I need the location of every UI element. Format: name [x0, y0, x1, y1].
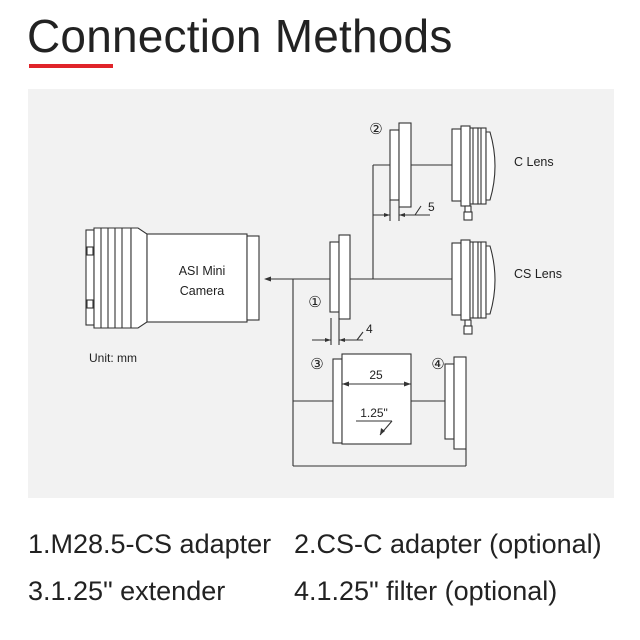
- camera-body: [85, 227, 260, 329]
- dimension-5: [373, 200, 430, 221]
- dimension-5-label: 5: [428, 200, 435, 214]
- thread-label: 1.25": [360, 406, 388, 420]
- dimension-25-label: 25: [369, 368, 383, 382]
- cs-lens-label: CS Lens: [514, 267, 562, 281]
- cs-lens: [451, 239, 496, 335]
- dimension-4-label: 4: [366, 322, 373, 336]
- camera-label-line2: Camera: [180, 284, 225, 298]
- title-underline: [29, 64, 113, 68]
- c-lens-label: C Lens: [514, 155, 554, 169]
- dimension-25: [342, 381, 411, 387]
- marker-2: ②: [369, 121, 382, 138]
- thread-callout: [356, 420, 393, 436]
- page-title: Connection Methods: [27, 10, 453, 62]
- marker-1: ①: [308, 294, 321, 311]
- c-lens: [451, 125, 496, 221]
- dimension-4: [312, 318, 364, 345]
- diagram-panel: ASI Mini Camera Unit: mm ①: [28, 89, 614, 498]
- marker-3: ③: [310, 356, 323, 373]
- legend-item-2: 2.CS-C adapter (optional): [294, 529, 602, 559]
- connection-diagram: ASI Mini Camera Unit: mm ①: [85, 121, 562, 467]
- legend-item-4: 4.1.25" filter (optional): [294, 576, 558, 606]
- unit-label: Unit: mm: [89, 351, 137, 365]
- filter-4: [444, 356, 467, 450]
- extender-3: [332, 353, 412, 445]
- adapter-1: [329, 234, 351, 320]
- legend-item-3: 3.1.25" extender: [28, 576, 226, 606]
- legend-item-1: 1.M28.5-CS adapter: [28, 529, 272, 559]
- marker-4: ④: [431, 356, 444, 373]
- adapter-2: [389, 122, 412, 208]
- camera-label-line1: ASI Mini: [179, 264, 226, 278]
